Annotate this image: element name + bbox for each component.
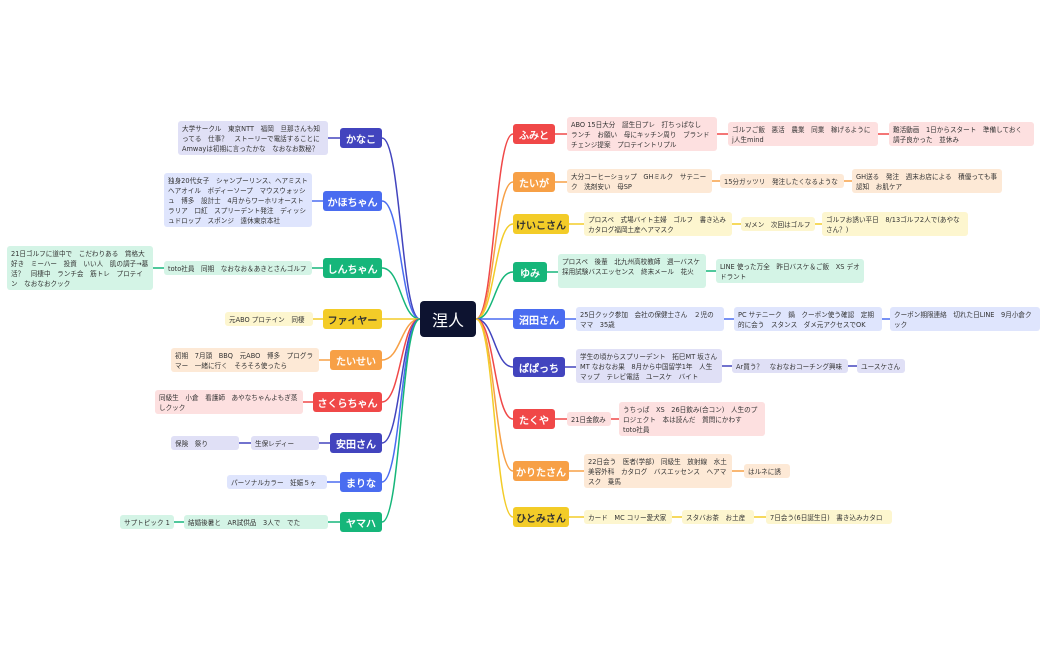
note-hitomi-1[interactable]: カード MC コリー愛犬家: [584, 510, 672, 524]
note-numata-2[interactable]: PC サテニーク 鍋 クーポン使う確認 定期的に会う スタンス ダメ元アクセスで…: [734, 307, 882, 331]
topic-sakura[interactable]: さくらちゃん: [313, 392, 382, 412]
branch-left-0: [381, 137, 421, 320]
note-marina-1[interactable]: パーソナルカラー 妊娠５ヶ月: [227, 475, 327, 489]
note-shinchan-1[interactable]: toto社員 同期 なおなお＆あきとさんゴルフ: [164, 261, 312, 275]
note-takuya-1[interactable]: 21日金飲み: [567, 412, 611, 426]
topic-kanako[interactable]: かなこ: [340, 128, 382, 148]
topic-yamaha[interactable]: ヤマハ: [340, 512, 382, 532]
note-kanako-1[interactable]: 大学サークル 東京NTT 福岡 旦那さんも知ってる 仕事？ ストーリーで電話する…: [178, 121, 328, 155]
topic-marina[interactable]: まりな: [340, 472, 382, 492]
note-papacchi-1[interactable]: 学生の頃からスプリーデント 拓巳MT 坂さん MT なおなお果 8月から中国留学…: [576, 349, 722, 383]
topic-shinchan[interactable]: しんちゃん: [323, 258, 382, 278]
note-hitomi-2[interactable]: スタバお茶 お土産: [682, 510, 754, 524]
branch-left-8: [381, 318, 421, 523]
note-fire-1[interactable]: 元ABO プロテイン 同棲: [225, 312, 313, 326]
note-keiko-2[interactable]: x/メン 次回はゴルフ: [741, 217, 815, 231]
note-fumito-1[interactable]: ABO 15日大分 誕生日プレ 打ちっぱなし ランチ お願い 母にキッチン周り …: [567, 117, 717, 151]
note-papacchi-3[interactable]: ユースケさん: [857, 359, 905, 373]
branch-right-2: [475, 223, 514, 320]
branch-right-8: [475, 318, 514, 518]
note-yamaha-2[interactable]: サプトピック 1: [120, 515, 174, 529]
note-karita-2[interactable]: はルネに誘う: [744, 464, 790, 478]
branch-right-1: [475, 181, 514, 320]
topic-fumito[interactable]: ふみと: [513, 124, 555, 144]
note-papacchi-2[interactable]: Ar買う？ なおなおコーチング興味: [732, 359, 848, 373]
note-numata-1[interactable]: 25日クック参加 会社の保健士さん ２児のママ 35歳: [576, 307, 724, 331]
branch-right-0: [475, 133, 514, 320]
note-sakura-1[interactable]: 同級生 小倉 看護師 あやなちゃんよもぎ蒸しクック: [155, 390, 303, 414]
central-topic[interactable]: 涅人: [420, 301, 476, 337]
branch-left-2: [381, 267, 421, 320]
topic-papacchi[interactable]: ぱぱっち: [513, 357, 565, 377]
note-taiga-2[interactable]: 15分ガッツリ 発注したくなるような: [720, 174, 844, 188]
topic-keiko[interactable]: けいこさん: [513, 214, 569, 234]
note-yasuda-1[interactable]: 生保レディー LINE: [251, 436, 319, 450]
branch-left-5: [381, 318, 421, 403]
topic-takuya[interactable]: たくや: [513, 409, 555, 429]
note-fumito-3[interactable]: 難活動画 1日からスタート 準備しておく 調子良かった 並休み: [889, 122, 1034, 146]
topic-numata[interactable]: 沼田さん: [513, 309, 565, 329]
note-yumi-2[interactable]: LINE 使った万全 昨日バスケ＆ご飯 XS デオドラント: [716, 259, 864, 283]
note-taiga-3[interactable]: GH送る 発注 週末お店による 積優っても事 認知 お肌ケア: [852, 169, 1002, 193]
note-karita-1[interactable]: 22日会う 医者(学部) 同級生 放射線 水土 美容外科 カタログ バスエッセン…: [584, 454, 732, 488]
note-yamaha-1[interactable]: 結婚後暑と AR試供品 3人で でたAMWAY: [184, 515, 328, 529]
note-yasuda-2[interactable]: 保険 祭り taker?: [171, 436, 239, 450]
note-takuya-2[interactable]: うちっぱ XS 26日飲み(合コン) 人生のプロジェクト 本は読んだ 質問にかわ…: [619, 402, 765, 436]
branch-left-7: [381, 318, 421, 483]
note-fumito-2[interactable]: ゴルフご飯 悪活 農業 同業 稼げるように j人生mind: [728, 122, 878, 146]
topic-karita[interactable]: かりたさん: [513, 461, 569, 481]
topic-yasuda[interactable]: 安田さん: [330, 433, 382, 453]
note-numata-3[interactable]: クーポン期限連絡 切れた日LINE 9月小倉クック: [890, 307, 1040, 331]
topic-taiga[interactable]: たいが: [513, 172, 555, 192]
note-keiko-1[interactable]: プロスペ 式場バイト主婦 ゴルフ 書き込みカタログ福岡土産ヘアマスク: [584, 212, 732, 236]
branch-right-6: [475, 318, 514, 420]
topic-taisei[interactable]: たいせい: [330, 350, 382, 370]
topic-yumi[interactable]: ゆみ: [513, 262, 547, 282]
note-kahochan-1[interactable]: 独身20代女子 シャンプーリンス、ヘアミスト ヘアオイル ボディーソープ マウス…: [164, 173, 312, 227]
branch-left-1: [381, 200, 421, 320]
branch-right-3: [475, 271, 514, 320]
topic-fire[interactable]: ファイヤー: [323, 309, 382, 329]
note-taiga-1[interactable]: 大分コーヒーショップ GHミルク サテニーク 洗剤安い 母SP: [567, 169, 712, 193]
note-hitomi-3[interactable]: 7日会う(6日誕生日) 書き込みカタログ: [766, 510, 892, 524]
note-yumi-1[interactable]: プロスペ 後輩 北九州高校教師 週一バスケ 採用試験バスエッセンス 終末メール …: [558, 254, 706, 288]
topic-kahochan[interactable]: かほちゃん: [323, 191, 382, 211]
note-taisei-1[interactable]: 初期 7月頭 BBQ 元ABO 博多 プログラマー 一緒に行く そろそろ使ったら: [171, 348, 319, 372]
topic-hitomi[interactable]: ひとみさん: [513, 507, 569, 527]
note-keiko-3[interactable]: ゴルフお誘い平日 8/13ゴルフ2人で(あやなさん？): [822, 212, 968, 236]
branch-right-5: [475, 318, 514, 368]
note-shinchan-2[interactable]: 21日ゴルフに道中で こだわりある 賞格大好き ミーハー 投資 いい人 肌の調子…: [7, 246, 153, 290]
